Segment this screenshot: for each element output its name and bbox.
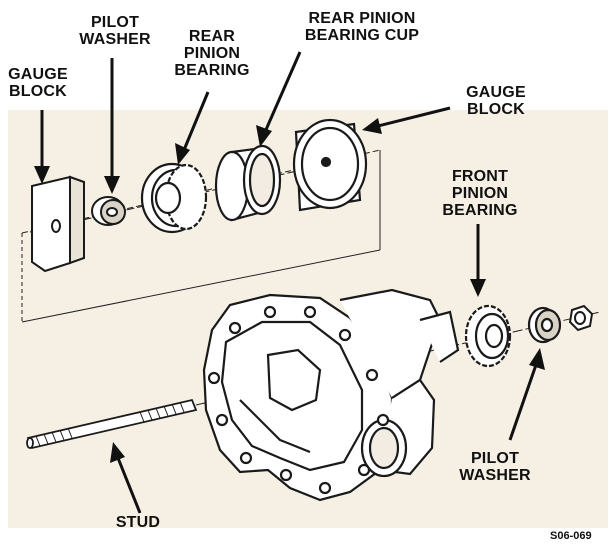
callout-arrows (34, 51, 545, 514)
rear-pinion-bearing-cup-part (214, 144, 282, 222)
label-front-pinion-bearing: FRONT PINION BEARING (442, 168, 518, 219)
nut-part (568, 304, 594, 332)
axle-housing-part (202, 288, 460, 502)
figure-code: S06-069 (550, 530, 592, 542)
stud-part (26, 398, 198, 450)
gauge-block-right-part (292, 118, 368, 212)
pilot-washer-top-part (91, 196, 126, 226)
rear-pinion-bearing-part (140, 162, 208, 234)
label-stud: STUD (115, 514, 161, 531)
gauge-block-left-part (31, 175, 85, 273)
label-pilot-washer-top: PILOT WASHER (79, 14, 151, 48)
pilot-washer-bottom-part (527, 306, 562, 344)
label-gauge-block-left: GAUGE BLOCK (8, 66, 68, 100)
front-pinion-bearing-part (464, 304, 512, 368)
label-pilot-washer-bottom: PILOT WASHER (459, 450, 531, 484)
label-gauge-block-right: GAUGE BLOCK (466, 84, 526, 118)
label-rear-pinion-bearing-cup: REAR PINION BEARING CUP (304, 10, 420, 44)
label-rear-pinion-bearing: REAR PINION BEARING (174, 28, 250, 79)
